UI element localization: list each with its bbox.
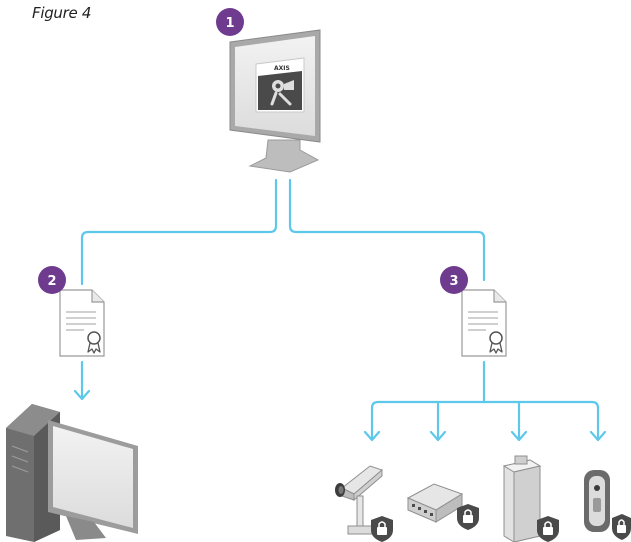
badge-1-label: 1 [225,16,234,31]
io-module-icon [406,483,464,523]
arrow-workstation [73,389,91,401]
step-badge-1: 1 [216,8,244,36]
intercom-icon [502,455,542,542]
door-station-icon [584,470,610,532]
lock-icon-door-station [612,514,631,540]
step-badge-2: 2 [38,266,66,294]
device-bus [370,400,600,440]
connector-admin-to-left [80,178,278,286]
step-badge-3: 3 [440,266,468,294]
server-certificate-icon [59,289,105,357]
arrow-device-4 [589,430,607,442]
bullet-camera-icon [335,465,383,535]
device-certificate-icon [461,289,507,357]
connector-lines [73,178,607,442]
arrow-device-3 [510,430,528,442]
arrow-device-2 [429,430,447,442]
badge-3-label: 3 [449,274,458,289]
axis-logo-text: AXIS [274,65,290,72]
admin-monitor-icon: AXIS [229,29,321,173]
lock-icon-camera [371,516,393,542]
badge-2-label: 2 [47,274,56,289]
connector-admin-to-right [288,178,486,282]
lock-icon-io-module [457,504,479,530]
figure-caption: Figure 4 [32,4,92,22]
lock-icon-intercom [537,516,559,542]
workstation-icon [6,404,138,542]
arrow-device-1 [363,430,381,442]
